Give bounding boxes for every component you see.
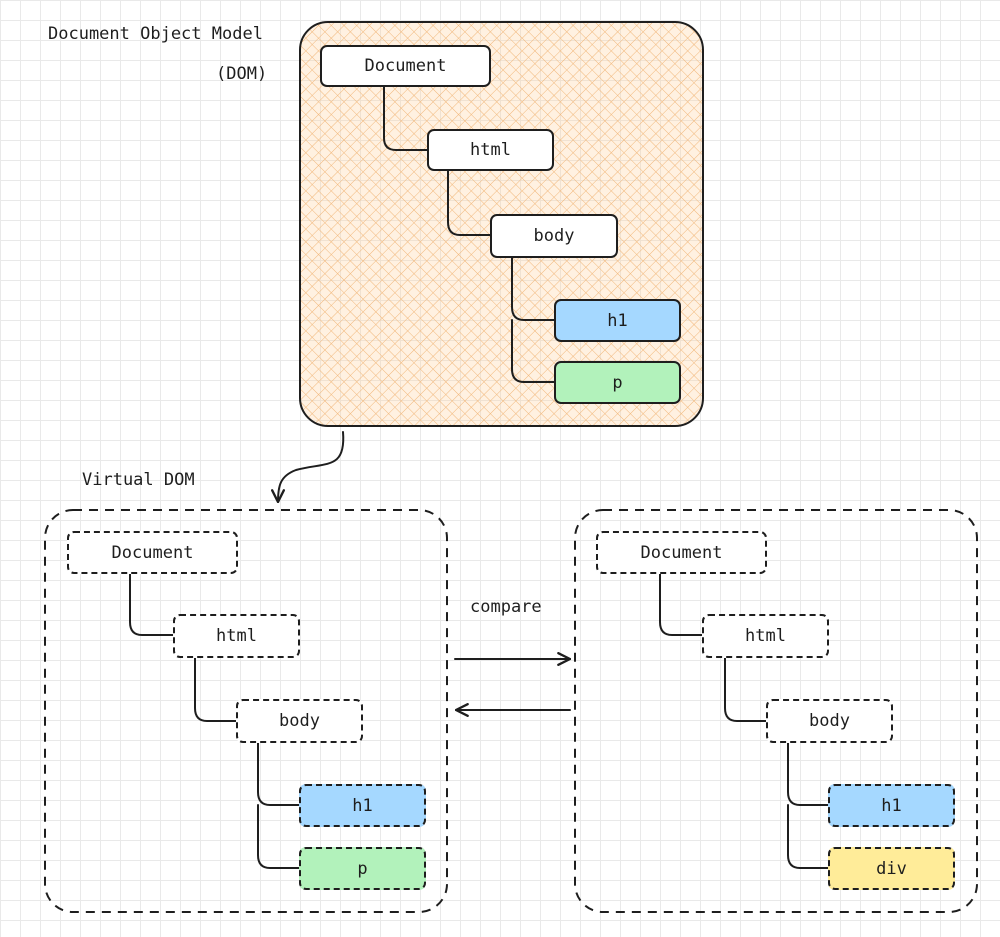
vdom-right-body-node: body (766, 699, 893, 743)
dom-title-abbrev: (DOM) (216, 64, 268, 84)
dom-tree-connectors (383, 85, 556, 383)
vdom-right-h1-node: h1 (828, 784, 955, 827)
virtual-dom-right-container (574, 509, 978, 913)
dom-document-node: Document (320, 45, 491, 87)
vdom-right-div-node: div (828, 847, 955, 890)
vdom-right-document-node: Document (596, 531, 767, 574)
dom-to-virtual-arrow (271, 431, 345, 504)
virtual-dom-left-connectors (129, 572, 301, 869)
dom-html-node: html (427, 129, 554, 171)
vdom-left-body-node: body (236, 699, 363, 743)
virtual-dom-right-connectors (659, 572, 830, 869)
vdom-left-document-node: Document (67, 531, 238, 574)
virtual-dom-title: Virtual DOM (82, 470, 195, 490)
virtual-dom-left-container (44, 509, 448, 913)
dom-title: Document Object Model (48, 24, 263, 44)
vdom-left-html-node: html (173, 614, 300, 658)
vdom-right-html-node: html (702, 614, 829, 658)
compare-label: compare (470, 597, 542, 617)
vdom-left-h1-node: h1 (299, 784, 426, 827)
vdom-left-p-node: p (299, 847, 426, 890)
dom-h1-node: h1 (554, 299, 681, 342)
dom-p-node: p (554, 361, 681, 404)
dom-body-node: body (490, 214, 618, 258)
